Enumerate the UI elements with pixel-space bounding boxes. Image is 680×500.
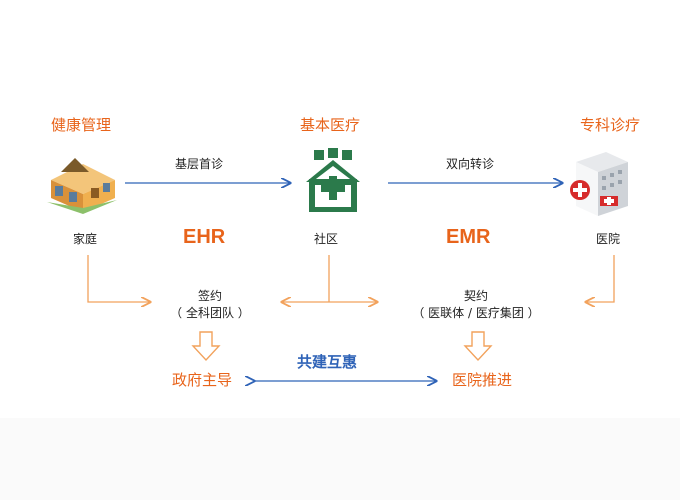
contract-sign-subtitle: （ 全科团队 ） [170, 306, 250, 320]
outcome-shared-benefit: 共建互惠 [297, 353, 358, 371]
down-arrow-right [463, 331, 493, 362]
node-label-community: 社区 [314, 232, 339, 246]
node-label-family: 家庭 [73, 232, 98, 246]
contract-agreement-title: 契约 [463, 289, 489, 303]
hospital-building-icon [566, 148, 632, 220]
house-icon [45, 150, 120, 215]
flow-label-two-way-referral: 双向转诊 [446, 157, 495, 171]
arrow-hospital-to-contract [586, 255, 615, 302]
down-arrow-left [191, 331, 221, 362]
outcome-government-led: 政府主导 [172, 371, 233, 389]
bottom-band [0, 418, 680, 500]
community-clinic-icon [304, 148, 362, 213]
contract-agreement-subtitle: （ 医联体 / 医疗集团 ） [412, 306, 540, 320]
arrow-family-to-sign [87, 255, 150, 302]
section-title-specialist-care: 专科诊疗 [580, 116, 641, 134]
outcome-hospital-driven: 医院推进 [452, 371, 513, 389]
record-label-emr: EMR [446, 226, 491, 248]
record-label-ehr: EHR [183, 226, 226, 248]
flow-label-primary-first: 基层首诊 [175, 157, 224, 171]
section-title-basic-care: 基本医疗 [300, 116, 361, 134]
contract-sign-title: 签约 [197, 289, 223, 303]
section-title-health-management: 健康管理 [51, 116, 112, 134]
node-label-hospital: 医院 [596, 232, 621, 246]
